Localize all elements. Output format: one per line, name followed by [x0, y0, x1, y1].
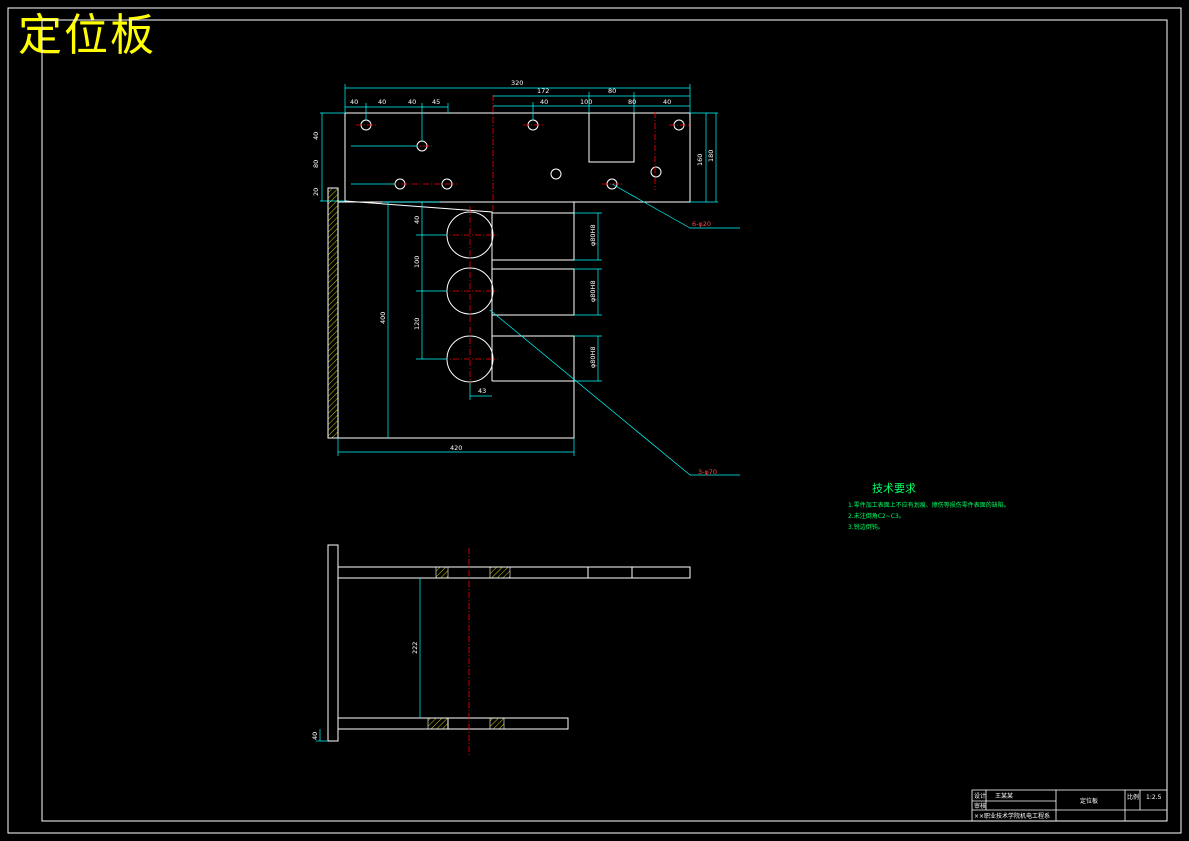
front-dim-text: 40 100 120 400 43 420 φ80H8 φ80H8 φ80H8 …	[379, 216, 717, 476]
dim-40d: 40	[540, 98, 548, 106]
plan-dim-text: 320 40 40 40 45 172 80 40 100 80 40 40 8…	[312, 79, 715, 228]
tech-item-1: 1.零件加工表面上不应有划痕、擦伤等损伤零件表面的缺陷。	[848, 501, 1010, 509]
front-dims	[337, 201, 740, 476]
hole-note-1: 6-φ20	[692, 220, 711, 228]
dim-40c: 40	[408, 98, 416, 106]
dim-222: 222	[411, 642, 419, 654]
tb-school: ××职业技术学院机电工程系	[974, 812, 1050, 820]
dim-c120: 120	[413, 318, 421, 330]
tb-scale: 1:2.5	[1146, 794, 1162, 801]
tb-check-label: 审核	[974, 802, 986, 810]
dim-c100: 100	[413, 256, 421, 268]
front-centerlines	[442, 206, 498, 392]
dim-slot3: φ80H8	[589, 346, 597, 368]
dim-side40: 40	[311, 732, 319, 740]
tech-heading: 技术要求	[872, 482, 916, 495]
dim-80: 80	[608, 87, 616, 95]
tb-design-label: 设计	[974, 792, 986, 800]
dim-40e: 40	[663, 98, 671, 106]
dim-overall: 320	[511, 79, 523, 87]
side-plate-hatched	[327, 187, 339, 439]
tb-part: 定位板	[1080, 797, 1098, 805]
dim-slot1: φ80H8	[589, 224, 597, 246]
front-view	[338, 201, 575, 439]
side-hatches	[427, 566, 511, 730]
dim-172: 172	[537, 87, 549, 95]
side-dim-text: 222 40	[311, 642, 419, 740]
dim-c40: 40	[413, 216, 421, 224]
tech-item-2: 2.未注倒角C2~C3。	[848, 512, 905, 520]
plan-dims	[320, 84, 740, 229]
dim-l20: 20	[312, 188, 320, 196]
outer-frame	[7, 7, 1182, 834]
dim-l40: 40	[312, 132, 320, 140]
dim-l80: 80	[312, 160, 320, 168]
dim-r180: 180	[707, 150, 715, 162]
dim-45: 45	[432, 98, 440, 106]
dim-100: 100	[580, 98, 592, 106]
plan-holes	[360, 119, 685, 190]
hole-note-2: 3-φ70	[698, 468, 717, 476]
side-view	[327, 544, 691, 742]
tech-item-3: 3.锐边倒钝。	[848, 523, 884, 531]
dim-400: 400	[379, 312, 387, 324]
dim-slot2: φ80H8	[589, 280, 597, 302]
tb-name: 王某某	[995, 793, 1013, 800]
dim-40a: 40	[350, 98, 358, 106]
plan-view	[344, 112, 691, 214]
side-dims	[316, 578, 421, 742]
drawing-title: 定位板	[18, 10, 156, 61]
dim-80b: 80	[628, 98, 636, 106]
dim-420: 420	[450, 444, 462, 452]
dim-r160: 160	[696, 154, 704, 166]
dim-40b: 40	[378, 98, 386, 106]
title-block-text: 设计 审核 王某某 定位板 比例 1:2.5 ××职业技术学院机电工程系	[974, 792, 1162, 820]
title-block	[971, 789, 1168, 822]
tb-scale-label: 比例	[1127, 793, 1139, 801]
inner-frame	[41, 19, 1168, 822]
dim-43: 43	[478, 387, 486, 395]
